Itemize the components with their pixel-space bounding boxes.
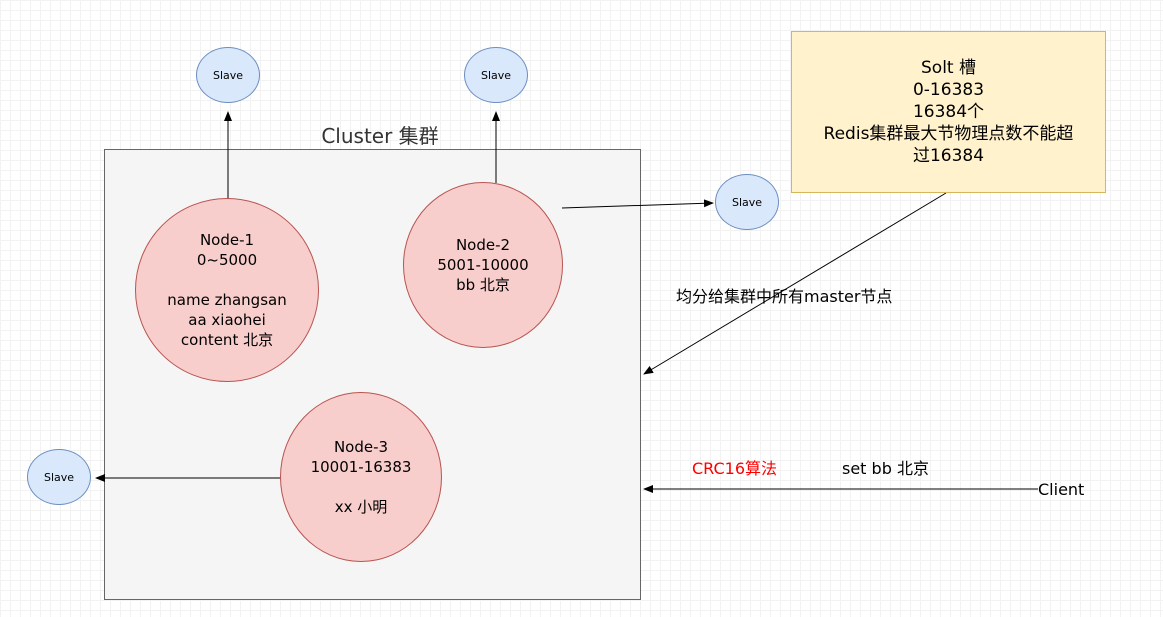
- node-2-range: 5001-10000: [437, 256, 529, 274]
- node-1-range: 0~5000: [196, 251, 258, 269]
- cluster-title: Cluster 集群: [321, 124, 439, 148]
- client-label: Client: [1038, 480, 1085, 499]
- slot-note-line: 过16384: [912, 146, 985, 166]
- node-1-key: content 北京: [180, 331, 274, 349]
- slot-note: Solt 槽 0-16383 16384个 Redis集群最大节物理点数不能超 …: [791, 31, 1106, 193]
- algorithm-label: CRC16算法: [692, 459, 778, 478]
- slave-label: Slave: [212, 68, 244, 82]
- slave-node-1: Slave: [196, 47, 260, 103]
- arrow-note-to-cluster: [643, 192, 947, 375]
- arrow-node2-to-slave-right: [561, 199, 714, 209]
- node-2: Node-2 5001-10000 bb 北京: [403, 182, 563, 348]
- node-3: Node-3 10001-16383 xx 小明: [280, 392, 442, 562]
- slave-label: Slave: [43, 470, 75, 484]
- slot-note-line: 0-16383: [912, 80, 985, 100]
- slave-node-2-right: Slave: [715, 174, 779, 230]
- node-1-key: name zhangsan: [167, 291, 287, 309]
- slave-node-3: Slave: [27, 449, 91, 505]
- node-2-key: bb 北京: [456, 276, 510, 294]
- slave-label: Slave: [731, 195, 763, 209]
- slot-note-line: Solt 槽: [921, 58, 976, 78]
- distribute-label: 均分给集群中所有master节点: [676, 287, 893, 306]
- node-3-range: 10001-16383: [310, 458, 412, 476]
- node-1-name: Node-1: [199, 231, 255, 249]
- slave-label: Slave: [480, 68, 512, 82]
- node-1: Node-1 0~5000 name zhangsan aa xiaohei c…: [135, 198, 319, 382]
- node-1-key: aa xiaohei: [188, 311, 266, 329]
- slot-note-line: Redis集群最大节物理点数不能超: [823, 124, 1074, 144]
- node-2-name: Node-2: [455, 236, 511, 254]
- slave-node-2-top: Slave: [464, 47, 528, 103]
- slot-note-line: 16384个: [912, 102, 985, 122]
- node-3-key: xx 小明: [334, 498, 388, 516]
- command-label: set bb 北京: [842, 459, 929, 478]
- node-3-name: Node-3: [333, 438, 389, 456]
